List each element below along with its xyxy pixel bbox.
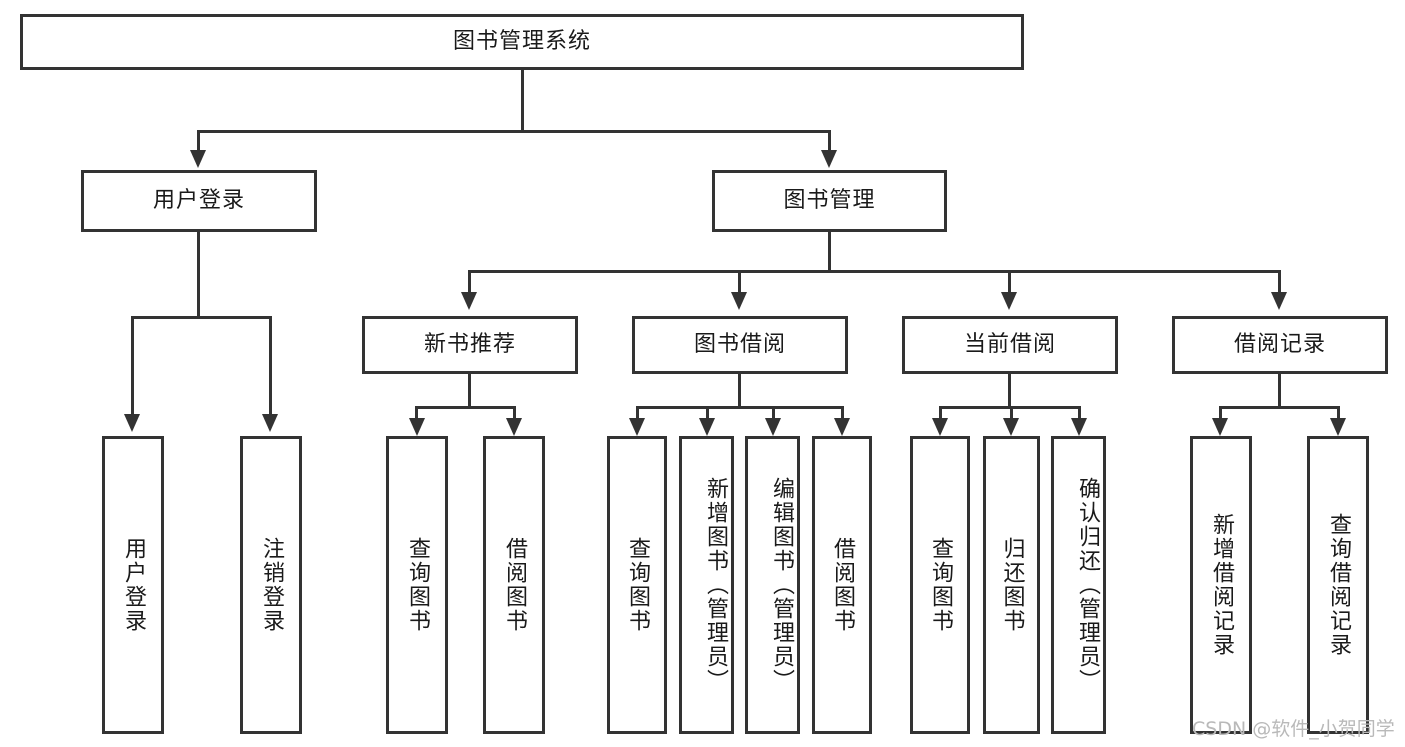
leaf-user-logout[interactable]: 注销登录 <box>240 436 302 734</box>
arrow-borrow-to-lend <box>834 418 850 436</box>
arrow-bm-to-new-book <box>461 292 477 310</box>
arrow-user-login-to-login <box>124 414 140 432</box>
edge-current-to-return <box>1010 406 1013 422</box>
edge-newbook-trunk <box>468 374 471 408</box>
arrow-bm-to-current <box>1001 292 1017 310</box>
edge-root-trunk <box>521 70 524 132</box>
leaf-query-book-borrow[interactable]: 查询图书 <box>607 436 667 734</box>
edge-records-trunk <box>1278 374 1281 408</box>
arrow-borrow-to-edit <box>765 418 781 436</box>
node-user-login[interactable]: 用户登录 <box>81 170 317 232</box>
leaf-edit-book-admin[interactable]: 编辑图书（管理员） <box>745 436 800 734</box>
arrow-borrow-to-add <box>699 418 715 436</box>
watermark-text: CSDN @软件_小贺同学 <box>1192 718 1395 740</box>
edge-records-bus <box>1219 406 1340 409</box>
arrow-root-to-book-management <box>821 150 837 168</box>
edge-bm-to-records <box>1278 270 1281 294</box>
edge-newbook-to-query <box>415 406 418 422</box>
arrow-records-to-query <box>1330 418 1346 436</box>
edge-newbook-bus <box>415 406 516 409</box>
node-current-borrow[interactable]: 当前借阅 <box>902 316 1118 374</box>
leaf-add-book-admin[interactable]: 新增图书（管理员） <box>679 436 734 734</box>
edge-user-login-trunk <box>197 232 200 318</box>
arrow-records-to-add <box>1212 418 1228 436</box>
node-book-borrow[interactable]: 图书借阅 <box>632 316 848 374</box>
leaf-confirm-return-admin[interactable]: 确认归还（管理员） <box>1051 436 1106 734</box>
edge-borrow-to-edit <box>772 406 775 422</box>
edge-borrow-to-lend <box>841 406 844 422</box>
edge-current-bus <box>939 406 1080 409</box>
edge-borrow-trunk <box>738 374 741 408</box>
arrow-user-login-to-logout <box>262 414 278 432</box>
leaf-query-borrow-record[interactable]: 查询借阅记录 <box>1307 436 1369 734</box>
edge-newbook-to-borrow <box>513 406 516 422</box>
leaf-add-borrow-record[interactable]: 新增借阅记录 <box>1190 436 1252 734</box>
edge-book-management-trunk <box>828 232 831 272</box>
edge-root-to-user-login <box>197 130 200 154</box>
edge-borrow-to-query <box>636 406 639 422</box>
arrow-current-to-confirm <box>1071 418 1087 436</box>
leaf-lend-book[interactable]: 借阅图书 <box>812 436 872 734</box>
edge-root-to-book-management <box>828 130 831 154</box>
leaf-query-book-current[interactable]: 查询图书 <box>910 436 970 734</box>
edge-current-to-confirm <box>1078 406 1081 422</box>
arrow-root-to-user-login <box>190 150 206 168</box>
edge-user-login-bus <box>131 316 272 319</box>
edge-user-login-to-logout <box>269 316 272 418</box>
node-borrow-records[interactable]: 借阅记录 <box>1172 316 1388 374</box>
edge-borrow-bus <box>636 406 844 409</box>
arrow-current-to-query <box>932 418 948 436</box>
arrow-bm-to-records <box>1271 292 1287 310</box>
edge-borrow-to-add <box>706 406 709 422</box>
arrow-current-to-return <box>1003 418 1019 436</box>
node-book-management[interactable]: 图书管理 <box>712 170 947 232</box>
edge-root-bus <box>197 130 831 133</box>
leaf-query-book-newbook[interactable]: 查询图书 <box>386 436 448 734</box>
node-root-book-management-system[interactable]: 图书管理系统 <box>20 14 1024 70</box>
arrow-newbook-to-borrow <box>506 418 522 436</box>
leaf-user-login[interactable]: 用户登录 <box>102 436 164 734</box>
edge-current-to-query <box>939 406 942 422</box>
edge-current-trunk <box>1008 374 1011 408</box>
edge-bm-to-borrow <box>738 270 741 294</box>
arrow-newbook-to-query <box>409 418 425 436</box>
arrow-bm-to-borrow <box>731 292 747 310</box>
edge-records-to-add <box>1219 406 1222 422</box>
arrow-borrow-to-query <box>629 418 645 436</box>
leaf-borrow-book-newbook[interactable]: 借阅图书 <box>483 436 545 734</box>
edge-user-login-to-login <box>131 316 134 418</box>
leaf-return-book[interactable]: 归还图书 <box>983 436 1040 734</box>
edge-bm-to-new-book <box>468 270 471 294</box>
edge-book-management-bus <box>468 270 1280 273</box>
node-new-book-recommend[interactable]: 新书推荐 <box>362 316 578 374</box>
edge-bm-to-current <box>1008 270 1011 294</box>
edge-records-to-query <box>1337 406 1340 422</box>
